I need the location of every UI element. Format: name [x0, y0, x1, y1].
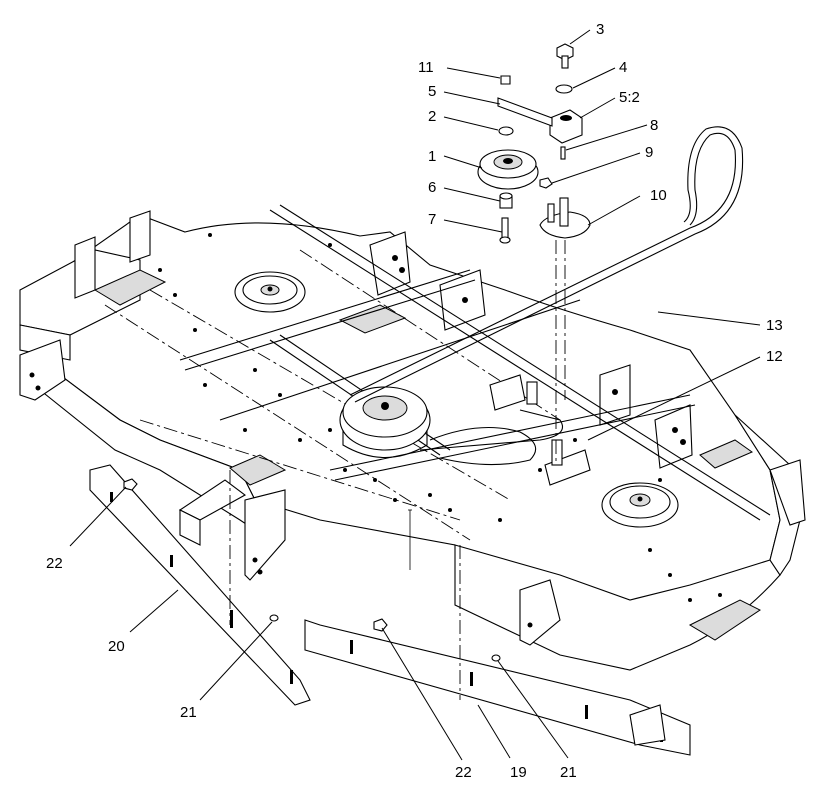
- bolt-21-bottom: [491, 654, 501, 662]
- callout-1: 1: [428, 148, 436, 165]
- callout-9: 9: [645, 144, 653, 161]
- idler-bracket: [489, 374, 591, 486]
- pin-8: [560, 146, 566, 160]
- callout-8: 8: [650, 117, 658, 134]
- callout-19: 19: [510, 764, 527, 781]
- leader-lines: [69, 29, 761, 761]
- spacer-6: [499, 192, 513, 209]
- pivot-bracket-10: [539, 197, 591, 239]
- callout-10: 10: [650, 187, 667, 204]
- callout-3: 3: [596, 21, 604, 38]
- deck-pulley-right: [601, 482, 679, 528]
- callout-13: 13: [766, 317, 783, 334]
- nut-22-left: [123, 478, 138, 491]
- nut-11: [500, 75, 511, 85]
- nut-22-bottom: [373, 618, 388, 632]
- deck-pulley-left: [234, 271, 306, 313]
- callout-20: 20: [108, 638, 125, 655]
- callout-5: 5: [428, 83, 436, 100]
- callout-21-bottom: 21: [560, 764, 577, 781]
- idler-assembly: [477, 43, 591, 465]
- idler-arm-5-2: [497, 97, 583, 144]
- front-baffle-19: [304, 619, 691, 756]
- callout-11: 11: [418, 59, 434, 76]
- nut-9: [539, 177, 553, 189]
- left-baffle-20: [89, 464, 311, 706]
- bolt-3: [556, 43, 574, 69]
- deck-holes: [158, 233, 722, 602]
- callout-7: 7: [428, 211, 436, 228]
- deck-pulley-center: [339, 386, 431, 459]
- bolt-7: [499, 217, 511, 244]
- callout-2: 2: [428, 108, 436, 125]
- washer-4: [555, 84, 573, 94]
- callout-22-left: 22: [46, 555, 63, 572]
- callout-4: 4: [619, 59, 627, 76]
- callout-12: 12: [766, 348, 783, 365]
- washer-2: [498, 126, 514, 136]
- callout-5-2: 5:2: [619, 89, 640, 106]
- callout-21-left: 21: [180, 704, 197, 721]
- callout-6: 6: [428, 179, 436, 196]
- callout-22-bottom: 22: [455, 764, 472, 781]
- bolt-21-left: [269, 614, 279, 622]
- idler-pulley-1: [477, 149, 539, 190]
- callout-labels: 3 4 11 5 5:2 2 8 1 9 6 10 7 13 12 22 20 …: [46, 21, 783, 781]
- drive-belt: [349, 126, 744, 466]
